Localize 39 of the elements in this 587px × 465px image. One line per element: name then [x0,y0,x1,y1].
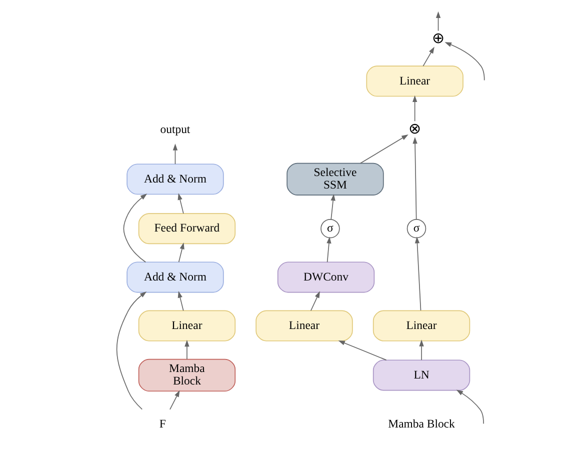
arrow [456,390,484,424]
node-box: Linear [372,310,470,342]
node-box: Selective SSM [286,162,384,196]
arrow [184,340,190,360]
node-box: Mamba Block [138,358,236,392]
node-box: Add & Norm [126,164,224,195]
node-box: LN [372,360,470,391]
node-box: Linear [138,310,236,342]
node-box: Linear [366,66,464,97]
node-text: output [160,122,190,136]
node-text: ⊗ [408,121,422,138]
arrow [170,390,180,410]
arrow [310,291,320,312]
arrow [412,95,418,122]
arrow [178,193,184,214]
node-box: Feed Forward [138,213,236,244]
node-box: Linear [256,310,353,342]
arrow [326,236,332,262]
node-circle: σ [406,218,426,238]
node-box: DWConv [277,262,375,293]
arrow [123,194,148,263]
arrow [178,291,184,312]
arrow [436,11,441,32]
arrow [330,194,336,220]
arrow [419,340,424,360]
arrow [116,292,147,410]
node-text: F [159,418,166,431]
arrow [172,144,178,164]
node-text: ⊕ [432,30,445,47]
node-circle: σ [320,218,340,238]
node-box: Add & Norm [126,262,224,293]
arrow [422,46,434,66]
arrow [360,134,408,164]
arrow [338,340,387,360]
arrow [412,136,418,220]
arrow [444,42,485,81]
label: Mamba Block [388,418,455,431]
arrow [178,242,184,262]
arrow [414,236,422,311]
